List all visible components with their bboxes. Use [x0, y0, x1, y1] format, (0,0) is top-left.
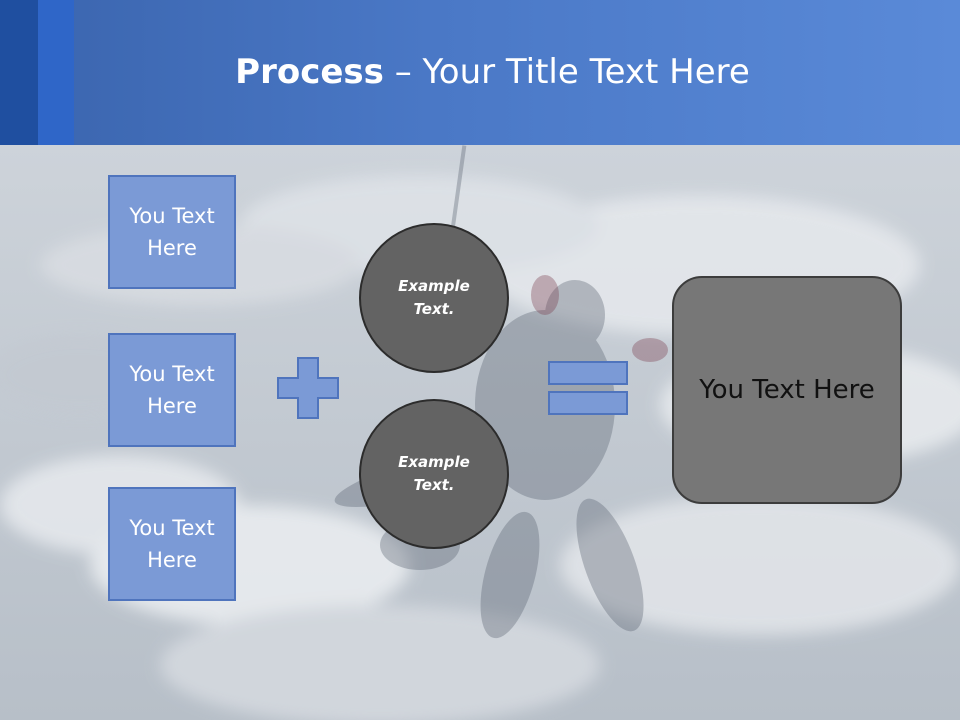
example-circle-2: Example Text.: [359, 399, 509, 549]
title-rest: Your Title Text Here: [422, 52, 750, 92]
input-box-2: You Text Here: [108, 333, 236, 447]
header-accent-stripe: [0, 0, 38, 145]
result-label: You Text Here: [699, 375, 875, 405]
equals-icon: [548, 361, 628, 415]
page-title: Process – Your Title Text Here: [0, 52, 960, 92]
header-bar: Process – Your Title Text Here: [0, 0, 960, 145]
plus-icon: [277, 357, 339, 419]
title-dash: –: [383, 52, 423, 92]
example-circle-1: Example Text.: [359, 223, 509, 373]
input-box-label: You Text Here: [129, 204, 215, 260]
input-box-3: You Text Here: [108, 487, 236, 601]
circle-label: Example Text.: [398, 277, 470, 318]
input-box-label: You Text Here: [129, 362, 215, 418]
input-box-label: You Text Here: [129, 516, 215, 572]
header-accent-stripe: [38, 0, 74, 145]
input-box-1: You Text Here: [108, 175, 236, 289]
title-bold: Process: [235, 52, 384, 92]
result-box: You Text Here: [672, 276, 902, 504]
circle-label: Example Text.: [398, 453, 470, 494]
